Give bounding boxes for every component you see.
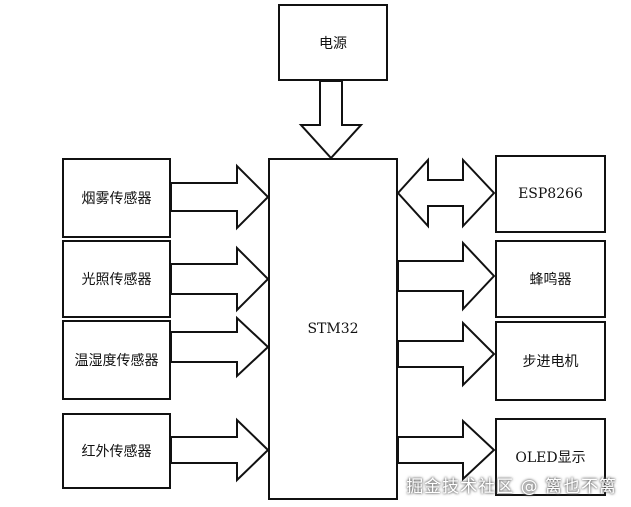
oled-display-label: OLED显示 xyxy=(515,450,586,466)
arrow-temp-to-mcu xyxy=(170,315,270,379)
buzzer-box: 蜂鸣器 xyxy=(495,240,606,318)
esp8266-box: ESP8266 xyxy=(495,155,606,233)
arrow-ir-to-mcu xyxy=(170,417,270,483)
arrow-light-to-mcu xyxy=(170,245,270,313)
ir-sensor-box: 红外传感器 xyxy=(62,413,171,489)
ir-sensor-label: 红外传感器 xyxy=(81,444,152,460)
oled-display-box: OLED显示 xyxy=(495,418,606,496)
smoke-sensor-box: 烟雾传感器 xyxy=(62,158,171,238)
power-label: 电源 xyxy=(319,35,347,52)
buzzer-label: 蜂鸣器 xyxy=(529,272,572,288)
watermark-text: 掘金技术社区 @ 篱也不篱 xyxy=(406,477,617,497)
stepper-motor-box: 步进电机 xyxy=(495,321,606,401)
light-sensor-label: 光照传感器 xyxy=(81,272,152,288)
arrow-mcu-esp8266 xyxy=(396,157,496,229)
arrow-mcu-to-buzzer xyxy=(397,240,496,312)
temp-humidity-sensor-box: 温湿度传感器 xyxy=(62,320,171,400)
arrow-mcu-to-motor xyxy=(397,320,496,388)
stepper-motor-label: 步进电机 xyxy=(522,354,579,370)
arrow-smoke-to-mcu xyxy=(170,163,270,231)
power-box: 电源 xyxy=(278,4,388,81)
mcu-box: STM32 xyxy=(268,158,398,500)
temp-humidity-sensor-label: 温湿度传感器 xyxy=(74,353,159,369)
smoke-sensor-label: 烟雾传感器 xyxy=(81,191,152,207)
esp8266-label: ESP8266 xyxy=(518,186,583,202)
arrow-mcu-to-oled xyxy=(397,418,496,482)
light-sensor-box: 光照传感器 xyxy=(62,240,171,318)
mcu-label: STM32 xyxy=(307,321,359,337)
arrow-power-to-mcu xyxy=(298,80,364,160)
